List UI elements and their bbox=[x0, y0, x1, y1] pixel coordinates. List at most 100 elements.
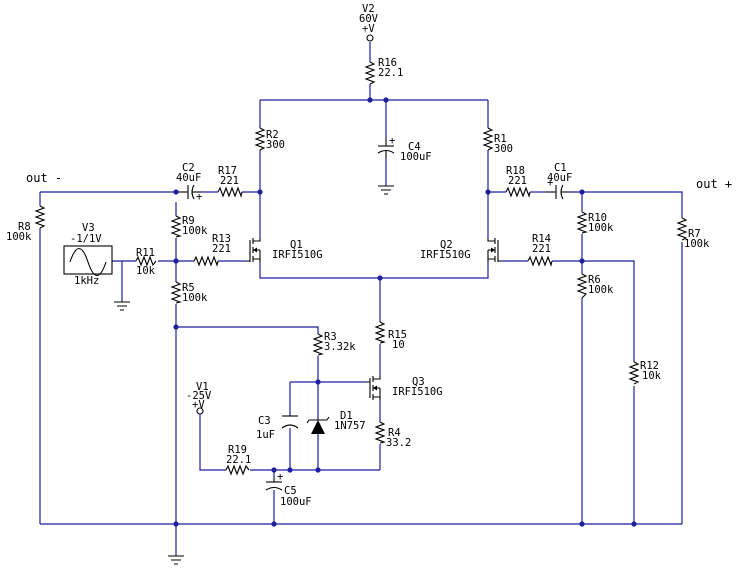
ground-symbols bbox=[114, 185, 394, 565]
r14-value: 221 bbox=[532, 243, 551, 255]
v2-polarity: +V bbox=[362, 23, 375, 35]
c1-symbol: + bbox=[546, 177, 570, 200]
out-minus-label: out - bbox=[26, 171, 62, 185]
r4-name: R4 bbox=[388, 427, 401, 439]
r13-zigzag bbox=[193, 255, 219, 267]
c3-value: 1uF bbox=[256, 429, 275, 441]
r6-zigzag bbox=[576, 273, 588, 299]
r16-value: 22.1 bbox=[378, 67, 403, 79]
q3-value: IRFI510G bbox=[392, 386, 443, 398]
r12-name: R12 bbox=[640, 360, 659, 372]
r7-value: 100k bbox=[684, 238, 710, 250]
r10-value: 100k bbox=[588, 222, 614, 234]
v2-name: V2 bbox=[362, 3, 375, 15]
r12-zigzag bbox=[628, 361, 640, 385]
c2-name: C2 bbox=[182, 162, 195, 174]
r10-zigzag bbox=[576, 211, 588, 234]
r16-zigzag bbox=[364, 61, 376, 85]
r17-zigzag bbox=[217, 186, 243, 198]
v2-terminal bbox=[366, 34, 374, 42]
wires bbox=[39, 42, 683, 556]
mosfet-symbols bbox=[246, 238, 502, 400]
r13-value: 221 bbox=[212, 243, 231, 255]
d1-name: D1 bbox=[340, 410, 353, 422]
svg-text:+: + bbox=[547, 177, 553, 189]
r18-value: 221 bbox=[508, 175, 527, 187]
r7-name: R7 bbox=[688, 228, 701, 240]
v3-freq: 1kHz bbox=[74, 275, 99, 287]
r14-zigzag bbox=[527, 255, 553, 267]
c2-symbol: + bbox=[178, 184, 202, 203]
r9-value: 100k bbox=[182, 225, 208, 237]
r19-zigzag bbox=[225, 464, 250, 476]
r9-zigzag bbox=[170, 215, 182, 238]
out-plus-label: out + bbox=[696, 177, 732, 191]
svg-text:+: + bbox=[389, 135, 395, 147]
v1-terminal bbox=[196, 407, 204, 415]
r19-name: R19 bbox=[228, 444, 247, 456]
r10-name: R10 bbox=[588, 212, 607, 224]
q2-value: IRFI510G bbox=[420, 249, 471, 261]
r6-name: R6 bbox=[588, 274, 601, 286]
q3-symbol bbox=[366, 376, 381, 400]
r5-name: R5 bbox=[182, 282, 195, 294]
svg-text:+: + bbox=[277, 471, 283, 483]
r2-name: R2 bbox=[266, 129, 279, 141]
r16-name: R16 bbox=[378, 57, 397, 69]
r6-value: 100k bbox=[588, 284, 614, 296]
r2-value: 300 bbox=[266, 139, 285, 151]
r11-zigzag bbox=[135, 255, 157, 267]
main-ground-icon bbox=[168, 555, 184, 565]
v1-value: -25V bbox=[186, 390, 212, 402]
v3-name: V3 bbox=[82, 222, 95, 234]
r5-value: 100k bbox=[182, 292, 208, 304]
q2-symbol bbox=[487, 238, 502, 262]
r14-name: R14 bbox=[532, 233, 551, 245]
labels: out - out + V2 60V +V V1 -25V +V V3 -1/1… bbox=[6, 3, 732, 508]
r12-value: 10k bbox=[642, 370, 662, 382]
d1-value: 1N757 bbox=[334, 420, 366, 432]
c4-symbol: + bbox=[377, 135, 395, 158]
svg-text:+: + bbox=[196, 191, 202, 203]
v3-symbol bbox=[63, 245, 113, 277]
r17-value: 221 bbox=[220, 175, 239, 187]
d1-zener-symbol bbox=[306, 416, 330, 434]
r11-value: 10k bbox=[136, 265, 156, 277]
r5-zigzag bbox=[170, 281, 182, 304]
r4-zigzag bbox=[374, 421, 386, 444]
r17-name: R17 bbox=[218, 165, 237, 177]
c5-name: C5 bbox=[284, 485, 297, 497]
r3-zigzag bbox=[312, 333, 324, 356]
c1-name: C1 bbox=[554, 162, 567, 174]
r4-value: 33.2 bbox=[386, 437, 411, 449]
c2-value: 40uF bbox=[176, 172, 201, 184]
r18-name: R18 bbox=[506, 165, 525, 177]
v2-value: 60V bbox=[359, 13, 379, 25]
r8-zigzag bbox=[34, 205, 46, 229]
c5-symbol: + bbox=[265, 471, 283, 491]
junction-dots bbox=[173, 97, 637, 527]
q1-name: Q1 bbox=[290, 239, 303, 251]
capacitor-symbols: + + + + bbox=[178, 135, 570, 491]
c1-value: 40uF bbox=[547, 172, 572, 184]
q1-value: IRFI510G bbox=[272, 249, 323, 261]
c5-value: 100uF bbox=[280, 496, 312, 508]
c3-name: C3 bbox=[258, 415, 271, 427]
c4-ground-icon bbox=[378, 185, 394, 195]
r13-name: R13 bbox=[212, 233, 231, 245]
r15-zigzag bbox=[374, 321, 386, 344]
r18-zigzag bbox=[505, 186, 531, 198]
c4-name: C4 bbox=[408, 141, 421, 153]
r7-zigzag bbox=[676, 217, 688, 241]
r15-name: R15 bbox=[388, 329, 407, 341]
r2-zigzag bbox=[254, 127, 266, 151]
r1-value: 300 bbox=[494, 143, 513, 155]
q1-symbol bbox=[246, 238, 261, 262]
c3-symbol bbox=[281, 415, 299, 429]
r1-zigzag bbox=[482, 127, 494, 151]
r9-name: R9 bbox=[182, 215, 195, 227]
v3-ground-icon bbox=[114, 301, 130, 311]
r3-name: R3 bbox=[324, 331, 337, 343]
r1-name: R1 bbox=[494, 133, 507, 145]
